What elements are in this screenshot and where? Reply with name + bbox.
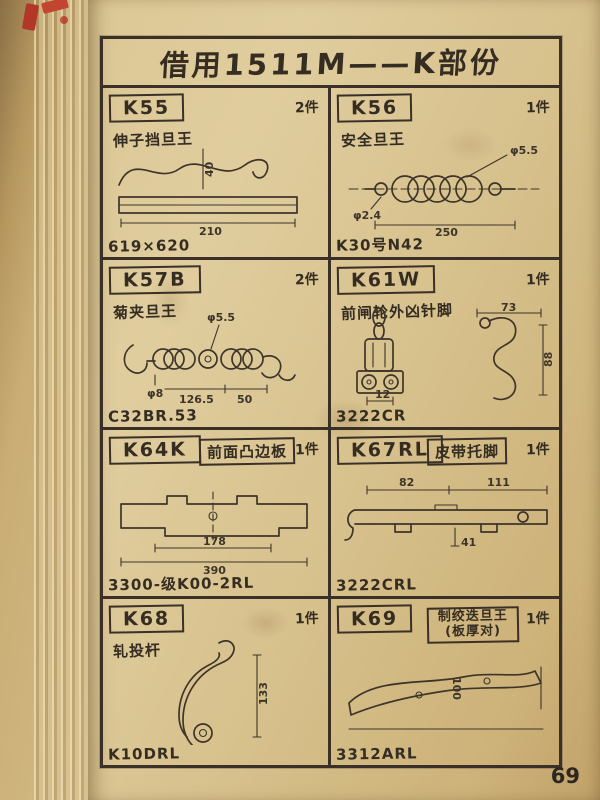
parts-grid: K55 2件 伸子挡旦王 40 210 619×620 K56 1件 安全旦王 xyxy=(103,88,559,765)
part-quantity: 2件 xyxy=(295,99,320,117)
part-code: 619×620 xyxy=(107,236,191,256)
part-number: K64K xyxy=(108,434,202,465)
k68-drawing: 133 xyxy=(107,633,270,745)
part-name-line1: 制绞迭旦王 xyxy=(437,608,508,625)
page-title-row: 借用1511M——K部份 xyxy=(103,39,559,88)
dim-label: 133 xyxy=(257,682,270,705)
dim-label: φ5.5 xyxy=(207,311,235,324)
part-cell-k64k: K64K 前面凸边板 1件 178 390 3300-级K00-2RL xyxy=(103,426,331,596)
dim-label: 210 xyxy=(199,225,222,237)
part-quantity: 2件 xyxy=(295,271,320,289)
k64k-drawing: 178 390 xyxy=(107,474,325,576)
dim-label: φ8 xyxy=(147,387,163,400)
part-cell-k68: K68 1件 轧投杆 133 K10DRL xyxy=(103,595,331,765)
dim-label: 41 xyxy=(461,536,476,549)
part-number: K68 xyxy=(108,604,185,634)
part-cell-k69: K69 制绞迭旦王 (板厚对) 1件 100 3312ARL xyxy=(331,595,559,765)
dim-label: 250 xyxy=(435,226,458,237)
part-number: K55 xyxy=(108,93,185,123)
dim-label: 12 xyxy=(375,388,390,401)
part-quantity: 1件 xyxy=(526,441,551,458)
k56-drawing: φ5.5 φ2.4 250 xyxy=(335,144,553,237)
dim-label: 178 xyxy=(203,535,226,548)
dim-label: 40 xyxy=(203,162,216,178)
part-name: 皮带托脚 xyxy=(426,436,508,466)
part-number: K56 xyxy=(336,93,413,123)
dim-label: 100 xyxy=(450,677,463,700)
page-number: 69 xyxy=(550,764,580,788)
part-number: K57B xyxy=(108,265,201,296)
dim-label: 390 xyxy=(203,564,226,576)
part-cell-k56: K56 1件 安全旦王 φ5.5 φ2.4 xyxy=(331,88,559,257)
part-cell-k55: K55 2件 伸子挡旦王 40 210 619×620 xyxy=(103,88,331,258)
part-quantity: 1件 xyxy=(526,271,551,289)
paper-sheet xyxy=(88,0,600,800)
dim-label: 82 xyxy=(399,476,414,489)
dim-label: φ2.4 xyxy=(353,209,381,222)
k69-drawing: 100 xyxy=(335,637,553,745)
page-title: 借用1511M——K部份 xyxy=(158,45,504,83)
part-name: 前面凸边板 xyxy=(198,436,296,466)
part-cell-k57b: K57B 2件 菊夹旦王 φ5.5 φ8 xyxy=(103,257,331,427)
part-quantity: 1件 xyxy=(295,610,320,628)
book-page-edges xyxy=(34,0,92,800)
dim-label: 126.5 xyxy=(179,393,214,406)
k61w-drawing: 12 73 88 xyxy=(335,303,553,407)
dim-label: 88 xyxy=(542,351,553,366)
part-code: 3222CRL xyxy=(335,575,418,595)
part-number: K61W xyxy=(336,265,436,296)
dim-label: 111 xyxy=(487,476,510,489)
part-code: 3300-级K00-2RL xyxy=(107,573,255,595)
catalog-table-frame: 借用1511M——K部份 K55 2件 伸子挡旦王 40 210 619×620… xyxy=(100,36,562,768)
part-code: K10DRL xyxy=(107,744,181,764)
part-code: K30号N42 xyxy=(335,235,425,256)
dim-label: φ5.5 xyxy=(510,144,538,157)
k55-drawing: 40 210 xyxy=(107,139,325,237)
part-code: 3222CR xyxy=(335,405,407,426)
part-code: C32BR.53 xyxy=(107,405,198,426)
k67rl-drawing: 82 111 41 xyxy=(335,476,553,549)
part-quantity: 1件 xyxy=(295,441,320,458)
part-cell-k61w: K61W 1件 前闸轮外凶针脚 12 xyxy=(331,257,559,426)
k57b-drawing: φ5.5 φ8 126.5 50 xyxy=(107,311,325,406)
part-code: 3312ARL xyxy=(335,744,418,764)
part-quantity: 1件 xyxy=(526,99,551,117)
part-quantity: 1件 xyxy=(526,610,551,628)
part-cell-k67rl: K67RL 皮带托脚 1件 82 111 41 322 xyxy=(331,426,559,596)
dim-label: 73 xyxy=(501,303,516,314)
part-number: K69 xyxy=(336,604,413,634)
dim-label: 50 xyxy=(237,393,253,406)
